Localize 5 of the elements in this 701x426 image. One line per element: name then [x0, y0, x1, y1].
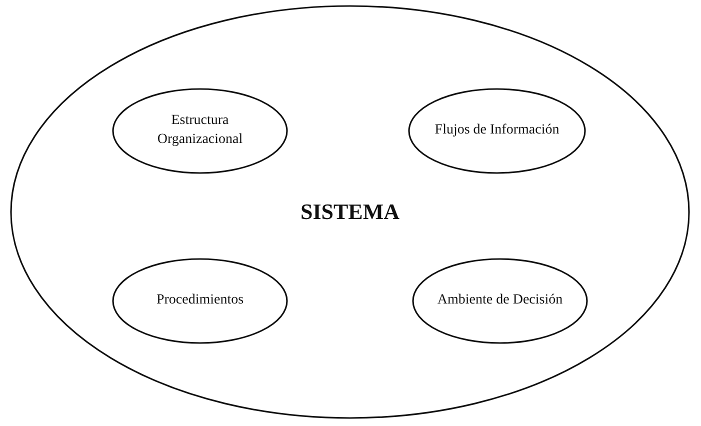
node-label: Flujos de Información — [434, 122, 560, 140]
system-title: SISTEMA — [299, 198, 401, 226]
node-label: Ambiente de Decisión — [436, 292, 564, 310]
node-label: Procedimientos — [155, 292, 245, 310]
node-label: Estructura Organizacional — [156, 112, 244, 149]
